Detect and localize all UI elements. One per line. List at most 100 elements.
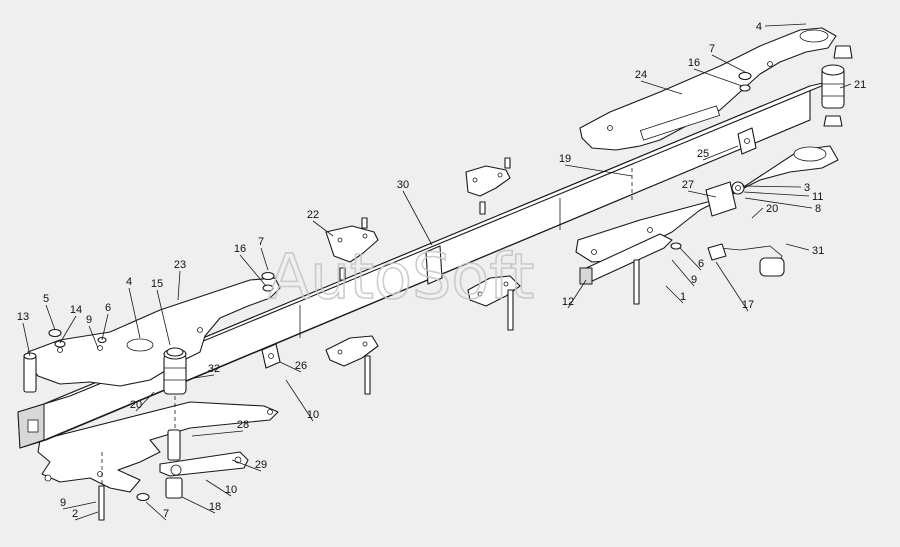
callout-leader-4 [764,23,807,27]
callout-label-23: 23 [174,259,186,271]
callout-label-7: 7 [709,43,715,55]
callout-label-19: 19 [559,153,571,165]
callout-label-6: 6 [698,258,704,270]
callout-leader-9 [88,325,99,349]
callout-label-30: 30 [397,179,409,191]
bracket-lower-left [325,335,379,367]
callout-leader-16 [239,254,267,287]
callout-label-31: 31 [812,245,824,257]
callout-leader-10 [205,479,232,497]
callout-leader-7 [145,501,167,521]
callout-label-25: 25 [697,148,709,160]
washers [48,71,752,502]
callout-label-21: 21 [854,79,866,91]
callout-label-9: 9 [691,274,697,286]
callout-leader-13 [22,322,31,357]
callout-label-7: 7 [163,508,169,520]
callout-leader-32 [193,374,215,379]
callout-leader-21 [839,83,852,89]
callout-label-29: 29 [255,459,267,471]
lower-plate-left [37,401,279,493]
callout-label-32: 32 [208,363,220,375]
callout-leader-22 [312,220,334,237]
upper-plate-right [579,27,837,151]
callout-label-26: 26 [295,360,307,372]
callout-label-4: 4 [756,21,762,33]
callout-leader-1 [665,285,684,304]
callout-label-10: 10 [307,409,319,421]
callout-leader-15 [156,289,171,346]
callout-leader-30 [402,190,433,246]
callout-label-18: 18 [209,501,221,513]
bracket-27 [705,181,745,217]
callout-label-3: 3 [804,182,810,194]
callout-leader-25 [702,145,739,161]
callout-leader-7 [260,247,269,271]
clamp-25 [737,127,757,155]
callout-label-22: 22 [307,209,319,221]
callout-label-12: 12 [562,296,574,308]
callout-leader-14 [59,315,77,344]
callout-leader-7 [711,54,746,73]
callout-leader-28 [191,430,244,437]
callout-label-2: 2 [72,508,78,520]
lever-arm-12 [579,233,673,285]
callout-label-7: 7 [258,236,264,248]
callout-leader-20 [751,207,764,219]
callout-leader-6 [679,247,702,271]
watermark: AutoSoft [268,240,534,313]
callout-label-8: 8 [815,203,821,215]
callout-label-24: 24 [635,69,647,81]
linkage-28-29 [159,429,249,499]
callout-label-16: 16 [688,57,700,69]
callout-label-14: 14 [70,304,82,316]
callout-label-10: 10 [225,484,237,496]
callout-leader-5 [45,304,56,331]
bracket-lower-mid [467,275,521,307]
callout-label-13: 13 [17,311,29,323]
clamp-30 [425,245,443,285]
callout-leader-27 [687,190,717,198]
callout-leader-19 [564,164,633,177]
callout-label-16: 16 [234,243,246,255]
callout-label-27: 27 [682,179,694,191]
callout-leader-2 [74,511,99,521]
pivot-bushing-right [821,45,853,127]
pin-13 [23,352,37,393]
callout-label-20: 20 [766,203,778,215]
callout-leader-10 [285,379,314,422]
callout-leader-4 [128,287,141,339]
callout-leader-24 [640,80,683,95]
callout-label-17: 17 [742,299,754,311]
callout-leader-3 [741,185,802,188]
callout-leader-9 [62,501,97,510]
callout-leader-18 [181,496,216,514]
callout-label-1: 1 [680,291,686,303]
bolts [98,157,640,521]
upper-plate-left [27,277,281,387]
callout-leader-31 [785,243,810,251]
pivot-bushing-left [163,347,187,395]
callout-label-9: 9 [86,314,92,326]
callout-leader-20 [135,391,155,412]
callout-label-6: 6 [105,302,111,314]
callout-leader-8 [744,197,813,209]
callout-leader-26 [279,361,302,373]
callout-leader-9 [671,259,695,287]
bracket-upper-mid [465,165,511,197]
assembly-lines [101,168,633,486]
callout-leader-17 [715,261,749,312]
callout-leader-23 [177,270,181,301]
callout-leader-6 [101,313,109,341]
callout-leader-11 [743,191,810,197]
callout-label-11: 11 [812,191,823,203]
callout-label-15: 15 [151,278,163,290]
callout-label-28: 28 [237,419,249,431]
callout-label-20: 20 [130,399,142,411]
bracket-left-mid [325,225,379,263]
callout-label-9: 9 [60,497,66,509]
callout-label-4: 4 [126,276,132,288]
callout-leader-12 [567,279,587,309]
